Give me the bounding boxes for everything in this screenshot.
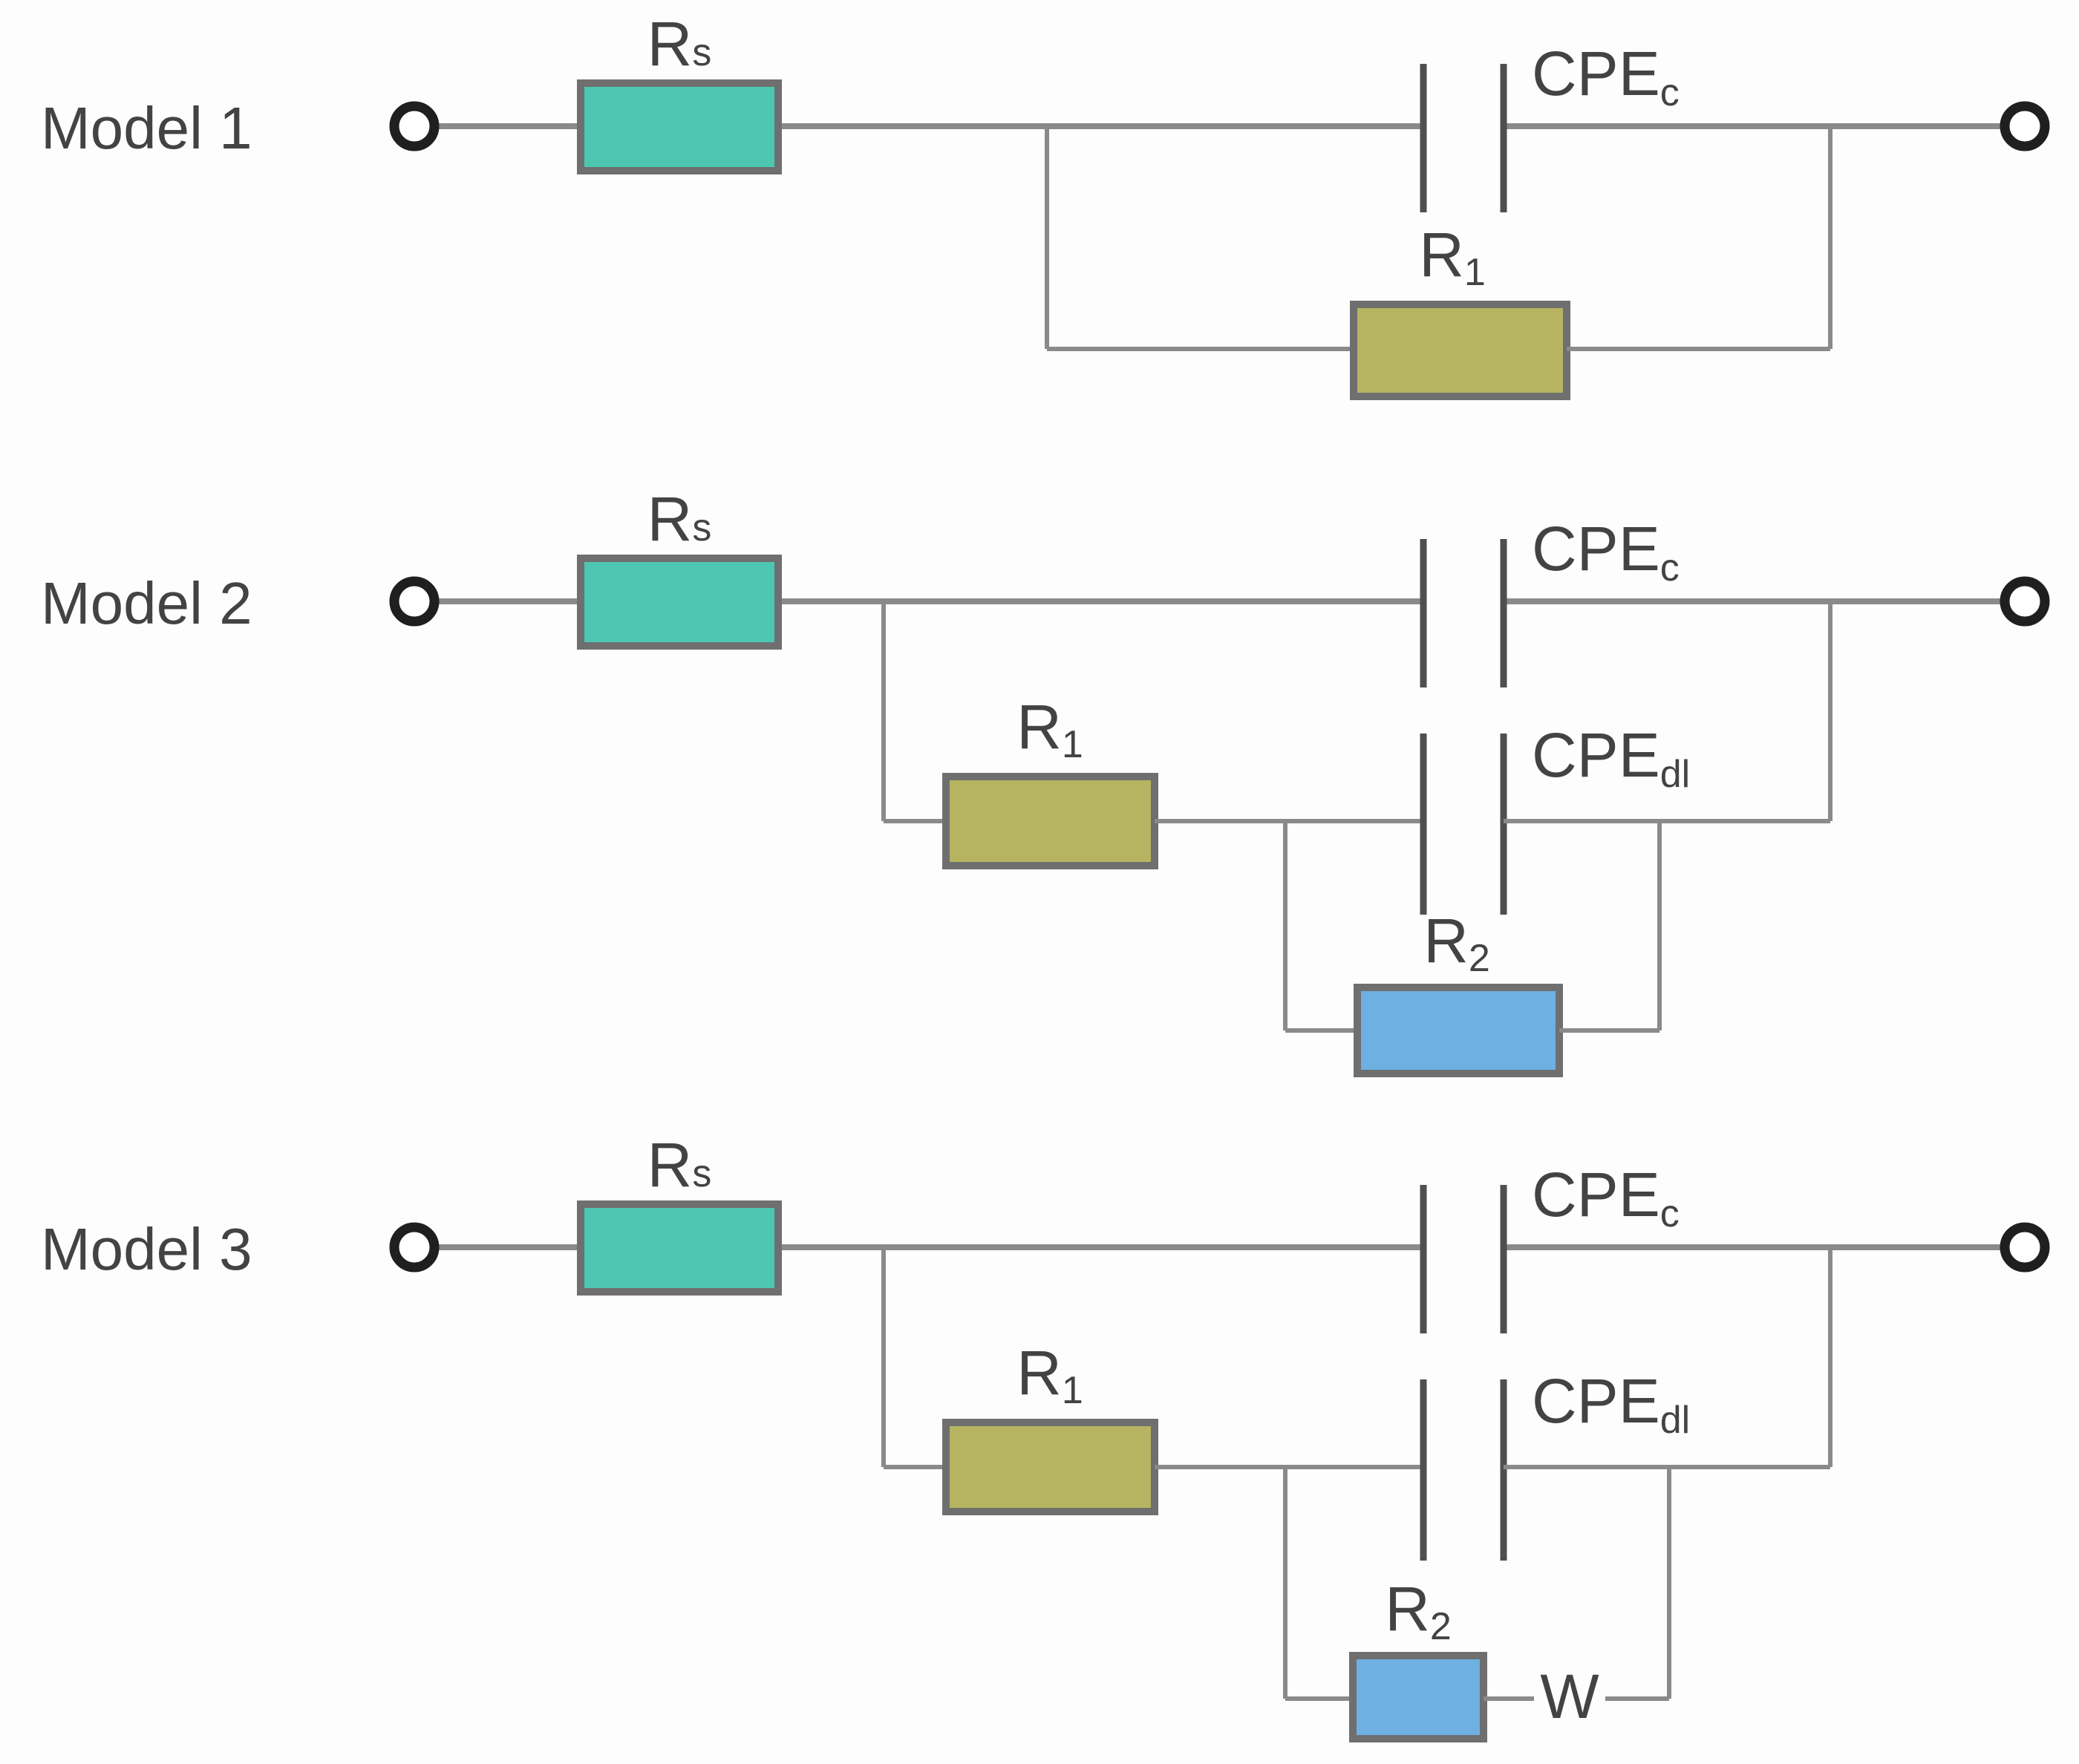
r2-label-main: R	[1385, 1574, 1430, 1644]
cpe-dl-label-sub: dl	[1660, 753, 1690, 796]
rs-label-main: R	[647, 9, 693, 79]
cpe-c-label: CPEc	[1532, 1160, 1680, 1235]
r1-label-main: R	[1016, 1338, 1062, 1408]
cpe-dl-label: CPEdl	[1532, 720, 1690, 796]
cpe-c-label-main: CPE	[1532, 39, 1660, 108]
left-terminal	[389, 101, 440, 151]
r1-label: R1	[1016, 1338, 1083, 1412]
cpe-dl-label: CPEdl	[1532, 1366, 1690, 1442]
r1-label: R1	[1419, 220, 1486, 294]
rs-label-sub: s	[692, 506, 711, 549]
rs-label: Rs	[647, 1130, 712, 1200]
cpe-c-label: CPEc	[1532, 39, 1680, 114]
model-1-group: Model 1 Rs CPEc R1	[41, 9, 2050, 400]
cpe-c-label-sub: c	[1660, 71, 1680, 114]
cpe-dl-label-main: CPE	[1532, 720, 1660, 790]
right-terminal	[2000, 576, 2050, 627]
resistor-r1	[942, 1419, 1158, 1515]
cpe-c-label-sub: c	[1660, 1192, 1680, 1235]
cpe-c-label-main: CPE	[1532, 514, 1660, 584]
r2-label-sub: 2	[1430, 1605, 1452, 1648]
resistor-r2	[1354, 984, 1563, 1077]
right-terminal	[2000, 1222, 2050, 1273]
r1-label-main: R	[1419, 220, 1464, 290]
resistor-rs	[577, 79, 782, 174]
rs-label: Rs	[647, 9, 712, 79]
model-3-group: Model 3 Rs CPEc R1 CPEdl R2 W	[41, 1130, 2050, 1742]
cpe-c-label-main: CPE	[1532, 1160, 1660, 1229]
model-1-title: Model 1	[41, 95, 252, 161]
rs-label-main: R	[647, 1130, 693, 1200]
resistor-r1	[942, 773, 1158, 869]
cpe-c-label-sub: c	[1660, 546, 1680, 589]
rs-label-sub: s	[692, 31, 711, 74]
resistor-rs	[577, 555, 782, 650]
resistor-r1	[1350, 301, 1570, 400]
right-terminal	[2000, 101, 2050, 151]
left-terminal	[389, 1222, 440, 1273]
r1-label-sub: 1	[1062, 723, 1083, 766]
resistor-r2	[1349, 1652, 1487, 1742]
resistor-rs	[577, 1200, 782, 1296]
cpe-dl-label-sub: dl	[1660, 1399, 1690, 1442]
cpe-c-label: CPEc	[1532, 514, 1680, 589]
r1-label: R1	[1016, 692, 1083, 766]
r1-label-sub: 1	[1062, 1369, 1083, 1412]
model-2-title: Model 2	[41, 570, 252, 636]
r1-label-sub: 1	[1464, 251, 1486, 294]
r2-label: R2	[1385, 1574, 1452, 1648]
rs-label-main: R	[647, 484, 693, 554]
r1-label-main: R	[1016, 692, 1062, 762]
model-3-title: Model 3	[41, 1216, 252, 1282]
warburg-label-main: W	[1540, 1662, 1599, 1731]
left-terminal	[389, 576, 440, 627]
rs-label-sub: s	[692, 1152, 711, 1195]
model-2-group: Model 2 Rs CPEc R1 CPEdl R2	[41, 484, 2050, 1077]
rs-label: Rs	[647, 484, 712, 554]
warburg-label: W	[1540, 1662, 1599, 1731]
r2-label-main: R	[1423, 906, 1469, 976]
cpe-dl-label-main: CPE	[1532, 1366, 1660, 1436]
r2-label-sub: 2	[1469, 937, 1490, 980]
r2-label: R2	[1423, 906, 1490, 980]
